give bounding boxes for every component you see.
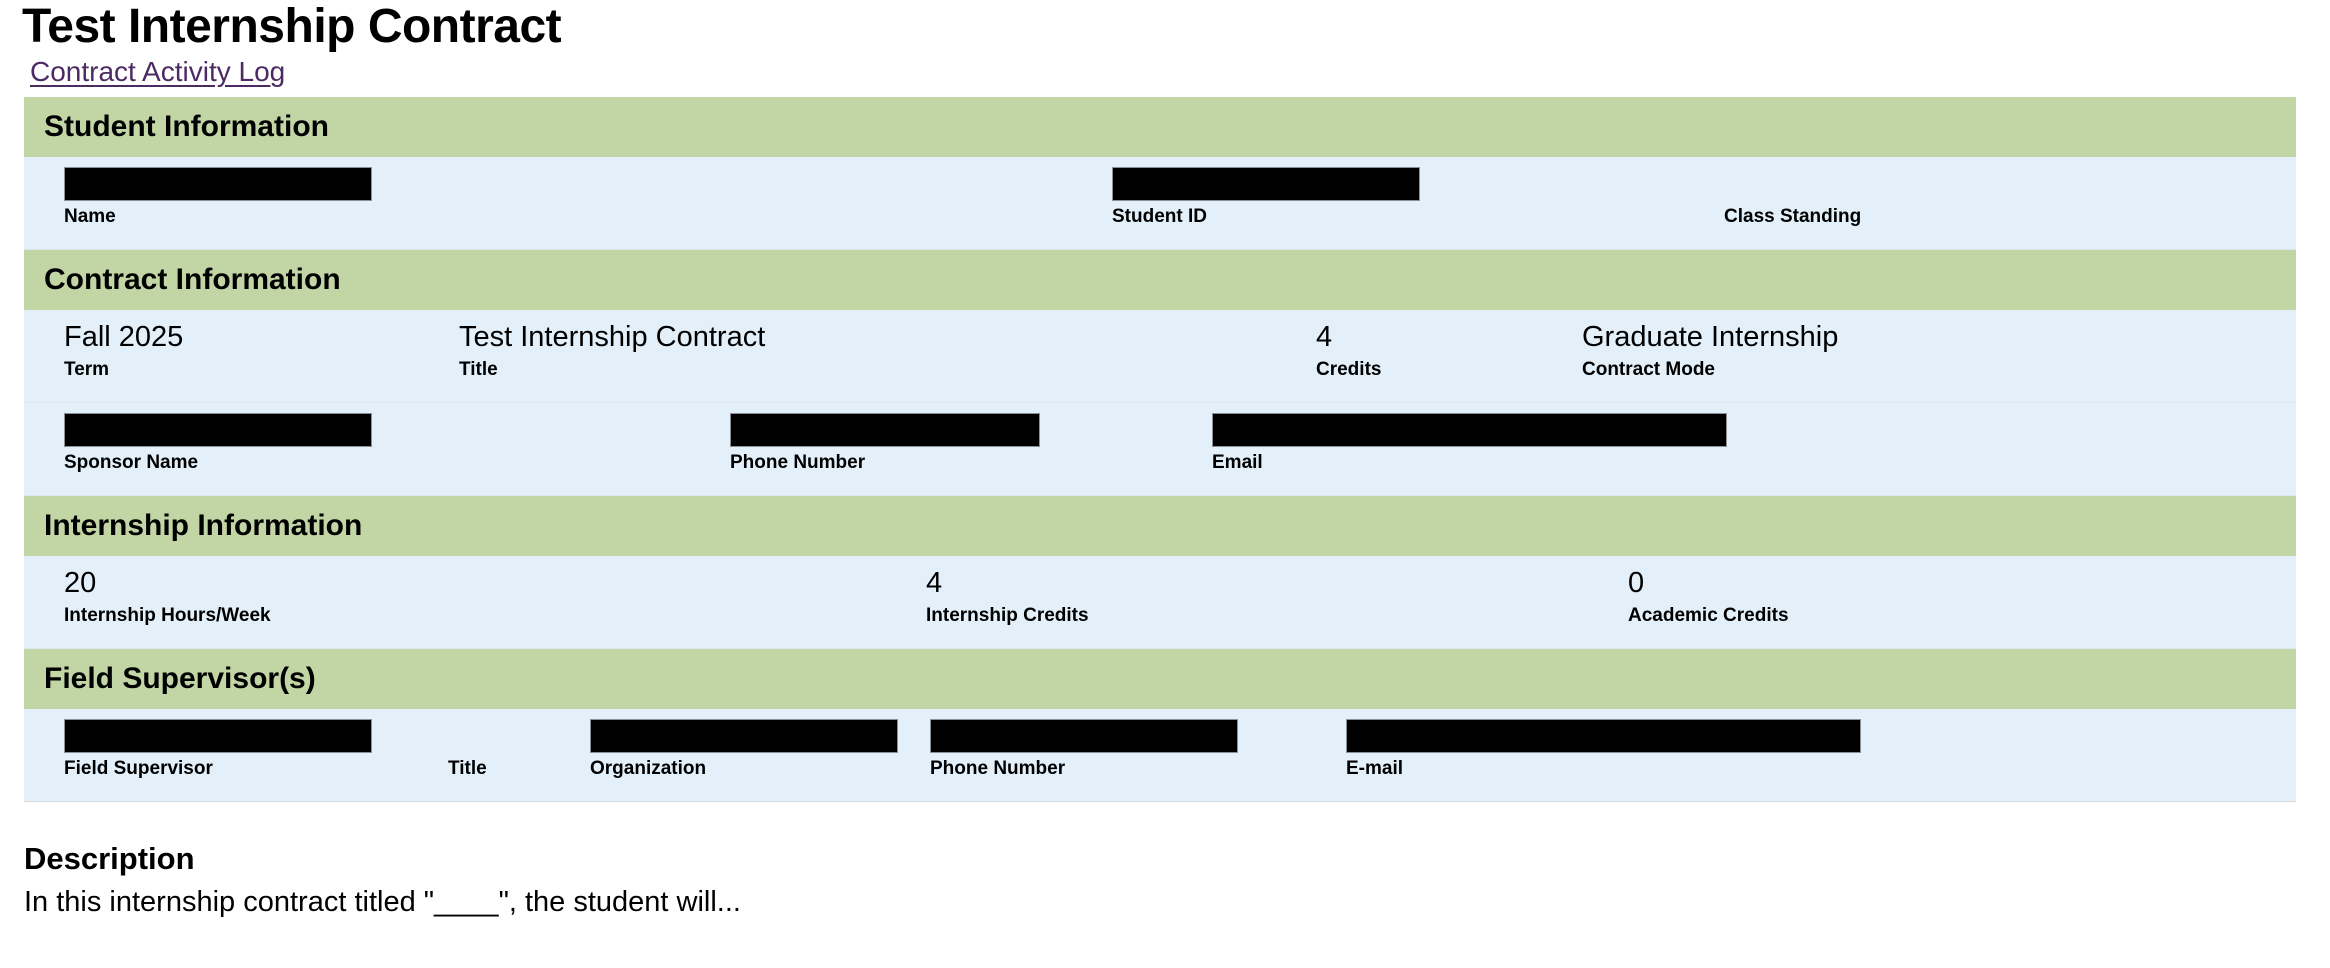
table-row: Name Student ID Class Standing — [24, 156, 2296, 250]
field-label: Contract Mode — [1582, 358, 1715, 380]
field-label: Credits — [1316, 358, 1382, 380]
field-e-mail: E-mail — [1346, 709, 1861, 780]
redacted-value — [1212, 412, 1727, 447]
section-header-label: Field Supervisor(s) — [44, 661, 316, 695]
row-cell: Sponsor Name Phone Number Email — [24, 402, 2296, 495]
section-header-label: Student Information — [44, 109, 329, 143]
field-label: Internship Credits — [926, 604, 1089, 626]
field-value: Test Internship Contract — [459, 320, 766, 353]
redacted-value — [1112, 166, 1420, 201]
field-value: Fall 2025 — [64, 320, 184, 353]
field-label: Name — [64, 205, 116, 227]
field-label: Email — [1212, 451, 1263, 473]
field-value: Graduate Internship — [1582, 320, 1839, 353]
field-title: Title — [448, 709, 487, 780]
redacted-value — [930, 718, 1238, 753]
field-phone-number: Phone Number — [730, 403, 1040, 474]
field-label: Term — [64, 358, 110, 380]
field-label: Title — [448, 757, 487, 779]
field-student-id: Student ID — [1112, 157, 1420, 228]
description-text: In this internship contract titled "____… — [24, 885, 741, 918]
field-label: Organization — [590, 757, 707, 779]
field-value: 20 — [64, 566, 97, 599]
section-header-row: Contract Information — [24, 249, 2296, 310]
field-label: Sponsor Name — [64, 451, 199, 473]
field-label: Phone Number — [930, 757, 1066, 779]
field-field-supervisor: Field Supervisor — [64, 709, 372, 780]
section-header-label: Contract Information — [44, 262, 341, 296]
field-class-standing: Class Standing — [1724, 157, 1861, 228]
section-header-label: Internship Information — [44, 508, 363, 542]
section-header-row: Field Supervisor(s) — [24, 648, 2296, 709]
redacted-value — [64, 412, 372, 447]
field-label: Field Supervisor — [64, 757, 213, 779]
description-heading: Description — [24, 840, 195, 876]
field-value: 0 — [1628, 566, 1645, 599]
redacted-value — [590, 718, 898, 753]
section-header-row: Internship Information — [24, 495, 2296, 556]
row-cell: Field Supervisor Title Organization Phone N… — [24, 709, 2296, 802]
field-value: 4 — [926, 566, 943, 599]
table-row: Sponsor Name Phone Number Email — [24, 402, 2296, 496]
redacted-value — [730, 412, 1040, 447]
field-sponsor-name: Sponsor Name — [64, 403, 372, 474]
field-label: Title — [459, 358, 498, 380]
field-label: Class Standing — [1724, 205, 1862, 227]
contract-activity-log-link[interactable]: Contract Activity Log — [30, 56, 286, 88]
field-value: 4 — [1316, 320, 1333, 353]
redacted-value — [64, 166, 372, 201]
redacted-value — [1346, 718, 1861, 753]
field-label: Phone Number — [730, 451, 866, 473]
section-header-row: Student Information — [24, 96, 2296, 157]
description-block: Description In this internship contract … — [24, 840, 2330, 920]
redacted-value — [64, 718, 372, 753]
field-label: Student ID — [1112, 205, 1207, 227]
field-email: Email — [1212, 403, 1727, 474]
field-phone-number: Phone Number — [930, 709, 1238, 780]
field-label: E-mail — [1346, 757, 1404, 779]
field-organization: Organization — [590, 709, 898, 780]
field-label: Academic Credits — [1628, 604, 1789, 626]
field-label: Internship Hours/Week — [64, 604, 271, 626]
field-name: Name — [64, 157, 372, 228]
row-cell: Name Student ID Class Standing — [24, 157, 2296, 250]
page-title: Test Internship Contract — [22, 0, 562, 53]
table-row: Field Supervisor Title Organization Phone N… — [24, 708, 2296, 802]
